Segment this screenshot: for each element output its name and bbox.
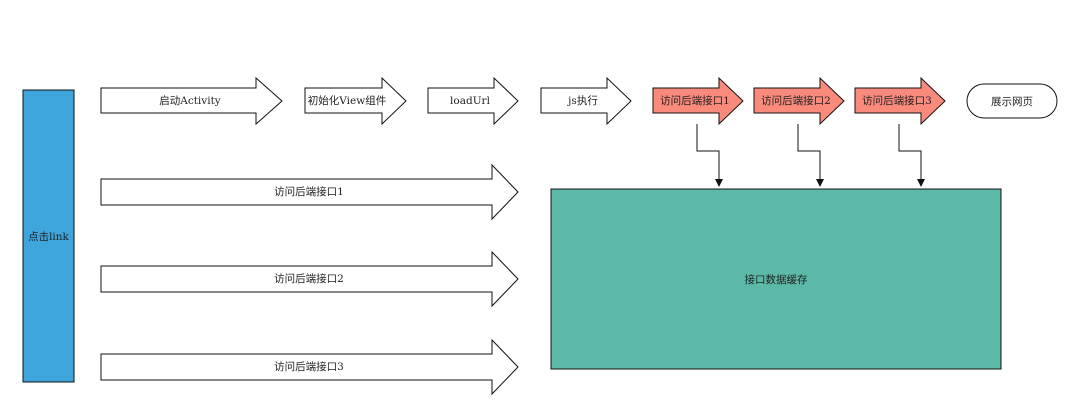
request-3-top-node: 访问后端接口3 bbox=[854, 76, 946, 126]
request-3-label: 访问后端接口3 bbox=[274, 360, 344, 373]
start-activity-node: 启动Activity bbox=[100, 76, 283, 126]
show-page-label: 展示网页 bbox=[991, 96, 1033, 108]
start-activity-label: 启动Activity bbox=[159, 94, 221, 107]
request-2-node: 访问后端接口2 bbox=[100, 250, 519, 308]
request-3-node: 访问后端接口3 bbox=[100, 338, 519, 396]
request-1-node: 访问后端接口1 bbox=[100, 163, 519, 221]
load-url-label: loadUrl bbox=[450, 95, 491, 107]
request-2-label: 访问后端接口2 bbox=[274, 272, 344, 285]
show-page-node: 展示网页 bbox=[966, 83, 1058, 119]
request-1-label: 访问后端接口1 bbox=[274, 185, 344, 198]
connector-request-3-to-cache bbox=[898, 124, 925, 187]
connector-request-1-to-cache bbox=[696, 124, 723, 187]
request-1-top-node: 访问后端接口1 bbox=[652, 76, 744, 126]
cache-node: 接口数据缓存 bbox=[550, 188, 1002, 370]
cache-label: 接口数据缓存 bbox=[745, 273, 808, 286]
request-3-top-label: 访问后端接口3 bbox=[862, 94, 932, 107]
request-2-top-label: 访问后端接口2 bbox=[761, 94, 831, 107]
load-url-node: loadUrl bbox=[427, 76, 519, 126]
js-exec-label: js执行 bbox=[566, 94, 598, 107]
init-view-node: 初始化View组件 bbox=[304, 76, 407, 126]
request-2-top-node: 访问后端接口2 bbox=[753, 76, 845, 126]
click-link-label: 点击link bbox=[28, 231, 69, 243]
js-exec-node: js执行 bbox=[540, 76, 632, 126]
init-view-label: 初始化View组件 bbox=[308, 94, 386, 107]
connector-request-2-to-cache bbox=[797, 124, 824, 187]
click-link-node: 点击link bbox=[22, 89, 75, 383]
request-1-top-label: 访问后端接口1 bbox=[660, 94, 730, 107]
